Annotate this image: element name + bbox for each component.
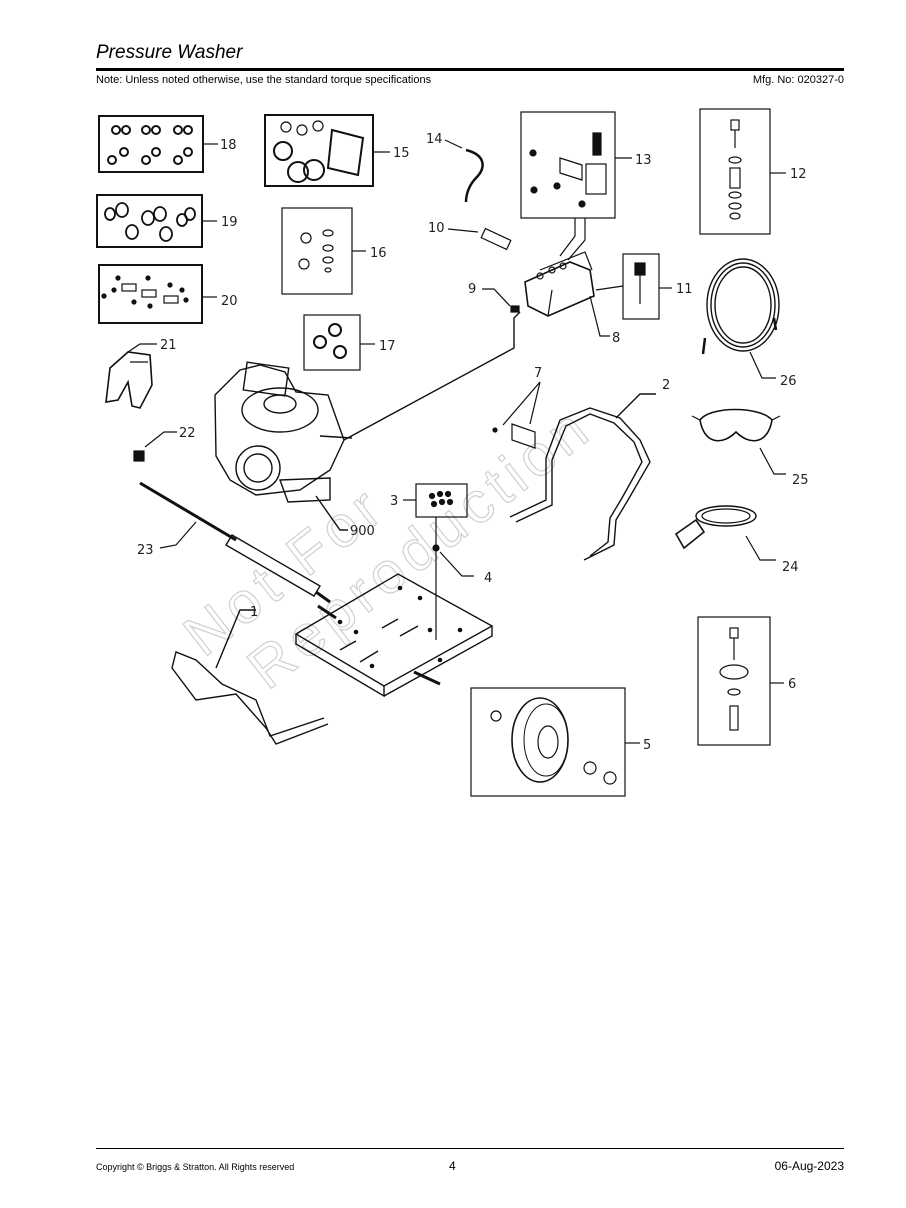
callout-1: 1 — [250, 605, 258, 620]
callout-13: 13 — [635, 153, 652, 168]
part-9-fitting — [482, 288, 520, 313]
callout-26: 26 — [780, 374, 797, 389]
part-11-valve — [595, 253, 672, 320]
callout-labels: 18 19 20 15 16 17 14 10 9 13 12 11 8 21 … — [137, 132, 809, 753]
callout-9: 9 — [468, 282, 476, 297]
callout-2: 2 — [662, 378, 670, 393]
callout-16: 16 — [370, 246, 387, 261]
part-16-oring-kit — [281, 207, 366, 295]
part-17-ring-kit — [303, 314, 375, 371]
part-2-handle — [509, 393, 656, 561]
callout-6: 6 — [788, 677, 796, 692]
callout-3: 3 — [390, 494, 398, 509]
part-18-seal-kit — [98, 115, 218, 173]
part-3-hardware-kit — [403, 483, 468, 640]
page-title: Pressure Washer — [96, 42, 243, 63]
callout-24: 24 — [782, 560, 799, 575]
callout-10: 10 — [428, 221, 445, 236]
part-10-fitting — [447, 227, 512, 251]
page-number: 4 — [449, 1159, 456, 1173]
part-6-vibration-mount — [697, 616, 784, 746]
callout-18: 18 — [220, 138, 237, 153]
part-24-hose-adapter — [674, 505, 776, 561]
callout-12: 12 — [790, 167, 807, 182]
part-26-high-pressure-hose — [701, 258, 780, 379]
watermark: Not For Reproduction — [171, 393, 604, 702]
callout-5: 5 — [643, 738, 651, 753]
callout-17: 17 — [379, 339, 396, 354]
part-13-unloader-kit — [520, 111, 632, 261]
part-22-fitting — [133, 431, 177, 462]
callout-21: 21 — [160, 338, 177, 353]
part-14-hose — [444, 139, 484, 203]
part-8-pump — [524, 251, 610, 337]
callout-7: 7 — [534, 366, 542, 381]
header-rule — [96, 68, 844, 71]
part-15-gasket-kit — [264, 114, 390, 187]
part-900-engine — [214, 311, 521, 531]
part-7-bracket — [492, 381, 541, 449]
callout-15: 15 — [393, 146, 410, 161]
part-12-valve-assembly — [699, 108, 786, 235]
callout-22: 22 — [179, 426, 196, 441]
part-1-lower-handle — [171, 609, 329, 745]
part-25-safety-goggles — [691, 408, 786, 475]
part-23-spray-wand — [139, 481, 331, 604]
callout-20: 20 — [221, 294, 238, 309]
callout-4: 4 — [484, 571, 492, 586]
base-frame — [294, 573, 494, 698]
callout-11: 11 — [676, 282, 693, 297]
part-4-washer — [432, 544, 474, 577]
callout-8: 8 — [612, 331, 620, 346]
part-20-valve-kit — [98, 264, 217, 324]
footer-date: 06-Aug-2023 — [774, 1159, 844, 1173]
part-19-ring-kit — [96, 194, 217, 248]
part-5-wheel-kit — [470, 687, 640, 797]
callout-14: 14 — [426, 132, 443, 147]
torque-note: Note: Unless noted otherwise, use the st… — [96, 74, 432, 86]
mfg-number: Mfg. No: 020327-0 — [752, 74, 844, 86]
callout-25: 25 — [792, 473, 809, 488]
footer-rule — [96, 1148, 844, 1149]
callout-19: 19 — [221, 215, 238, 230]
callout-23: 23 — [137, 543, 154, 558]
callout-900: 900 — [350, 524, 375, 539]
part-21-spray-gun — [105, 343, 157, 409]
copyright-text: Copyright © Briggs & Stratton. All Right… — [96, 1162, 295, 1172]
